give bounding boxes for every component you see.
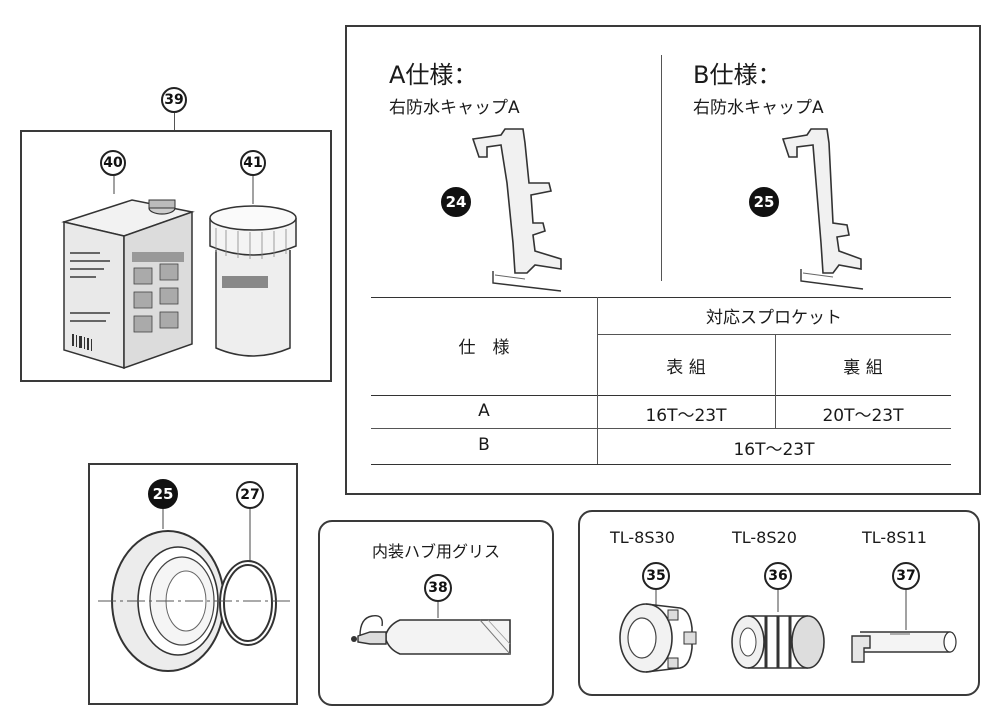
- spec-a-subtitle: 右防水キャップA: [389, 98, 520, 118]
- spec-divider: [661, 55, 662, 281]
- part-number-39: 39: [161, 87, 187, 113]
- table-rule-header-bottom: [371, 395, 951, 396]
- spec-b-title: B仕様：: [693, 61, 782, 89]
- seal-box: 25 27: [88, 463, 298, 705]
- tool-code-2: TL-8S20: [732, 528, 797, 547]
- cap-a-profile-illustration: [471, 128, 562, 292]
- table-header-sprocket: 対応スプロケット: [706, 308, 842, 328]
- table-vrule-2: [775, 334, 776, 428]
- table-row-a-front: 16T～23T: [645, 406, 727, 426]
- table-header-spec: 仕 様: [458, 338, 510, 358]
- part-number-37: 37: [892, 562, 920, 590]
- part-number-40: 40: [100, 150, 126, 176]
- table-row-b-spec: B: [478, 435, 490, 455]
- table-row-a-back: 20T～23T: [822, 406, 904, 426]
- oil-can-illustration: [61, 176, 195, 370]
- table-rule-bottom: [371, 464, 951, 465]
- part-number-35: 35: [642, 562, 670, 590]
- part-number-25-seal: 25: [148, 479, 178, 509]
- tools-box: TL-8S30 TL-8S20 TL-8S11 35 36 37: [578, 510, 980, 696]
- spec-b-subtitle: 右防水キャップA: [693, 98, 824, 118]
- part-number-24: 24: [441, 187, 471, 217]
- grease-tube-illustration: [351, 602, 511, 655]
- table-rule-mid: [597, 334, 951, 335]
- tool-illustrations: [619, 590, 957, 673]
- grease-jar-illustration: [209, 176, 297, 357]
- grease-box: 内装ハブ用グリス 38: [318, 520, 554, 706]
- part-number-25-spec: 25: [749, 187, 779, 217]
- kit-box: 40 41: [20, 130, 332, 382]
- table-header-back: 裏 組: [843, 358, 883, 378]
- table-row-b-both: 16T～23T: [733, 440, 815, 460]
- table-header-front: 表 組: [666, 358, 706, 378]
- grease-title: 内装ハブ用グリス: [371, 542, 500, 561]
- table-rule-row: [371, 428, 951, 429]
- table-row-a-spec: A: [478, 401, 490, 421]
- leader-line-39: [174, 113, 175, 131]
- table-vrule-1: [597, 297, 598, 464]
- table-rule-top: [371, 297, 951, 298]
- cap-b-profile-illustration: [781, 128, 864, 290]
- spec-box: A仕様： 右防水キャップA B仕様： 右防水キャップA 24 25 仕 様 対応…: [345, 25, 981, 495]
- seal-ring-illustration: [98, 509, 294, 672]
- tool-code-1: TL-8S30: [610, 528, 675, 547]
- part-number-38: 38: [424, 574, 452, 602]
- spec-a-title: A仕様：: [389, 61, 478, 89]
- part-number-27: 27: [236, 481, 264, 509]
- part-number-36: 36: [764, 562, 792, 590]
- part-number-41: 41: [240, 150, 266, 176]
- tool-code-3: TL-8S11: [862, 528, 927, 547]
